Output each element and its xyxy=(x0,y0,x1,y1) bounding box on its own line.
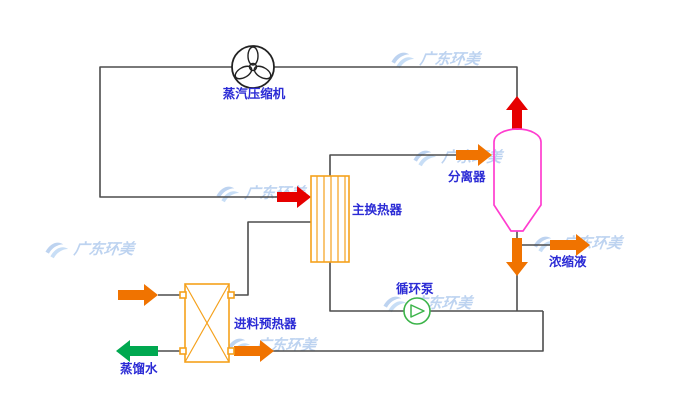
flow-arrow-down-from-separator xyxy=(506,238,528,276)
main-exchanger-symbol xyxy=(310,175,350,263)
feed-inlet-arrow xyxy=(118,284,158,306)
separator-symbol xyxy=(493,128,542,232)
vapor-arrow-up-from-separator xyxy=(506,96,528,130)
compressor-label: 蒸汽压缩机 xyxy=(222,86,286,101)
flow-arrow-into-separator xyxy=(456,144,492,166)
preheater-label: 进料预热器 xyxy=(234,316,297,331)
preheater-symbol xyxy=(179,283,235,363)
concentrate-outlet-arrow xyxy=(550,234,590,256)
pipes xyxy=(99,66,550,352)
distillate-label: 蒸馏水 xyxy=(120,361,158,376)
pump-label: 循环泵 xyxy=(396,281,434,296)
main-exchanger-label: 主换热器 xyxy=(352,202,403,217)
flow-arrows xyxy=(116,96,590,362)
circulation-pump-symbol xyxy=(403,297,431,325)
separator-label: 分离器 xyxy=(448,169,486,184)
preheated-feed-arrow xyxy=(234,340,274,362)
compressor-symbol xyxy=(231,45,275,89)
steam-arrow-into-exchanger xyxy=(277,186,311,208)
concentrate-label: 浓缩液 xyxy=(549,254,587,269)
distillate-outlet-arrow xyxy=(116,340,158,362)
